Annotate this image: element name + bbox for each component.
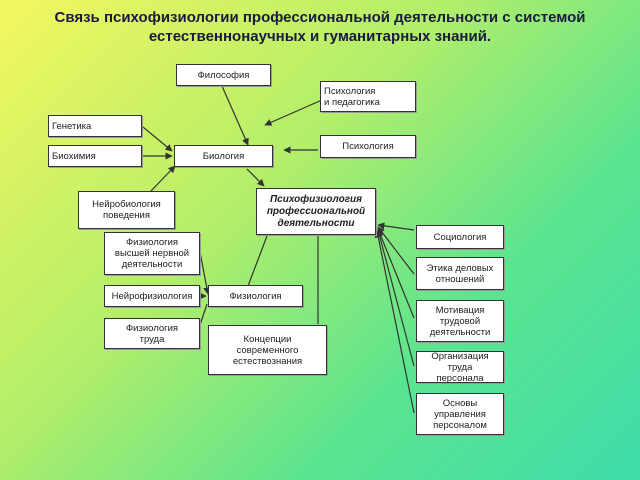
node-psychophysiology: Психофизиология профессиональной деятель… xyxy=(256,188,376,235)
arrow-genetics-biology xyxy=(142,126,173,152)
line-physiology-psychophysiology xyxy=(247,235,268,287)
node-genetics: Генетика xyxy=(48,115,142,137)
arrow-neurobiology-biology xyxy=(149,165,176,193)
line-physiology-hnd xyxy=(199,251,211,295)
arrow-management xyxy=(374,230,415,414)
node-sociology: Социология xyxy=(416,225,504,249)
arrow-sociology xyxy=(377,222,415,231)
arrow-psychpedagogy-biology xyxy=(264,99,323,126)
node-motivation: Мотивация трудовой деятельности xyxy=(416,300,504,342)
arrow-organization xyxy=(376,229,415,367)
node-business-ethics: Этика деловых отношений xyxy=(416,257,504,290)
title-line-2: естественнонаучных и гуманитарных знаний… xyxy=(148,28,492,45)
arrow-biology-psychophysiology xyxy=(246,168,265,187)
line-physiology-labor xyxy=(199,303,208,326)
node-management: Основы управления персоналом xyxy=(416,393,504,435)
title-line-1: Связь психофизиологии профессиональной д… xyxy=(54,9,586,26)
node-concepts: Концепции современного естествознания xyxy=(208,325,327,375)
arrow-motivation xyxy=(377,228,415,319)
page-title: Связь психофизиологии профессиональной д… xyxy=(0,8,640,46)
node-psych-pedagogy: Психология и педагогика xyxy=(320,81,416,112)
node-psychology: Психология xyxy=(320,135,416,158)
node-organization: Организация труда персонала xyxy=(416,351,504,384)
node-neurophysiology: Нейрофизиология xyxy=(104,285,200,307)
node-physiology-labor: Физиология труда xyxy=(104,318,200,349)
node-neurobiology: Нейробиология поведения xyxy=(78,191,175,229)
node-physiology-hnd: Физиология высшей нервной деятельности xyxy=(104,232,200,275)
node-biology: Биология xyxy=(174,145,273,167)
node-biochemistry: Биохимия xyxy=(48,145,142,167)
arrow-business-ethics xyxy=(377,226,415,275)
node-philosophy: Философия xyxy=(176,64,271,86)
node-physiology: Физиология xyxy=(208,285,303,307)
arrow-philosophy-biology xyxy=(221,85,249,146)
